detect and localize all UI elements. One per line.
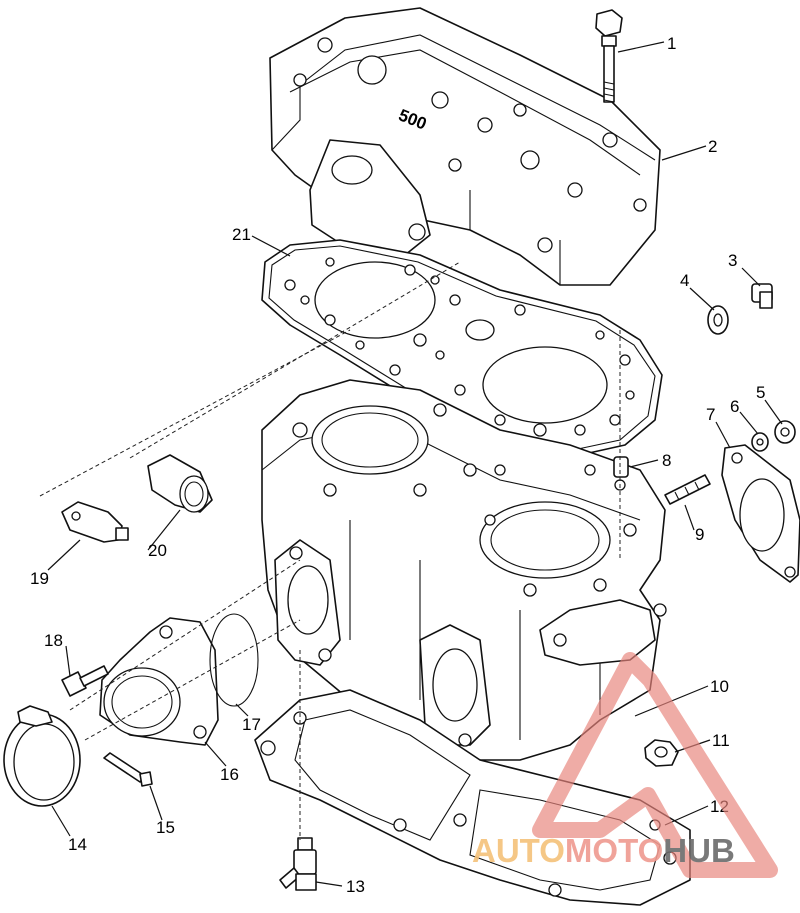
cylinder-block — [261, 379, 666, 761]
watermark-moto: MOTO — [565, 832, 663, 869]
watermark-text: AUTOMOTOHUB — [472, 832, 735, 869]
callout-15: 15 — [156, 818, 175, 837]
washer — [707, 305, 729, 335]
watermark-auto: AUTO — [472, 832, 565, 869]
callout-6: 6 — [730, 397, 739, 416]
callout-11: 11 — [712, 731, 730, 750]
hose-clamp — [3, 705, 81, 807]
callout-18: 18 — [44, 631, 63, 650]
flange-bolt — [61, 665, 109, 697]
temperature-sensor — [61, 501, 129, 543]
assembly-dashed-lines — [39, 261, 621, 840]
intake-flange — [99, 617, 219, 746]
callout-8: 8 — [662, 451, 671, 470]
callout-13: 13 — [346, 877, 365, 896]
stud — [664, 474, 711, 505]
port-gasket — [721, 444, 800, 583]
exhaust-port-flanges — [274, 539, 667, 747]
water-fitting — [279, 837, 317, 891]
base-gasket — [254, 689, 691, 906]
o-ring — [209, 613, 259, 707]
callout-9: 9 — [695, 525, 704, 544]
callout-21: 21 — [232, 225, 251, 244]
thermostat — [147, 454, 213, 513]
callout-14: 14 — [68, 835, 87, 854]
callout-5: 5 — [756, 383, 765, 402]
callout-2: 2 — [708, 137, 717, 156]
callout-16: 16 — [220, 765, 239, 784]
head-gasket — [261, 239, 663, 456]
watermark-hub: HUB — [663, 832, 735, 869]
watermark-triangle-icon — [532, 652, 778, 878]
block-nut — [644, 739, 679, 767]
callout-20: 20 — [148, 541, 167, 560]
clamp-screw — [103, 752, 153, 787]
automotohub-watermark: AUTOMOTOHUB — [472, 652, 778, 878]
dowel-pin — [613, 456, 629, 478]
callout-7: 7 — [706, 405, 715, 424]
callout-4: 4 — [680, 271, 689, 290]
nut-and-washer — [751, 420, 796, 452]
callout-19: 19 — [30, 569, 49, 588]
callout-10: 10 — [710, 677, 729, 696]
callout-17: 17 — [242, 715, 261, 734]
callout-3: 3 — [728, 251, 737, 270]
head-bolt — [595, 9, 623, 103]
callout-1: 1 — [667, 34, 676, 53]
small-screw — [751, 283, 773, 309]
